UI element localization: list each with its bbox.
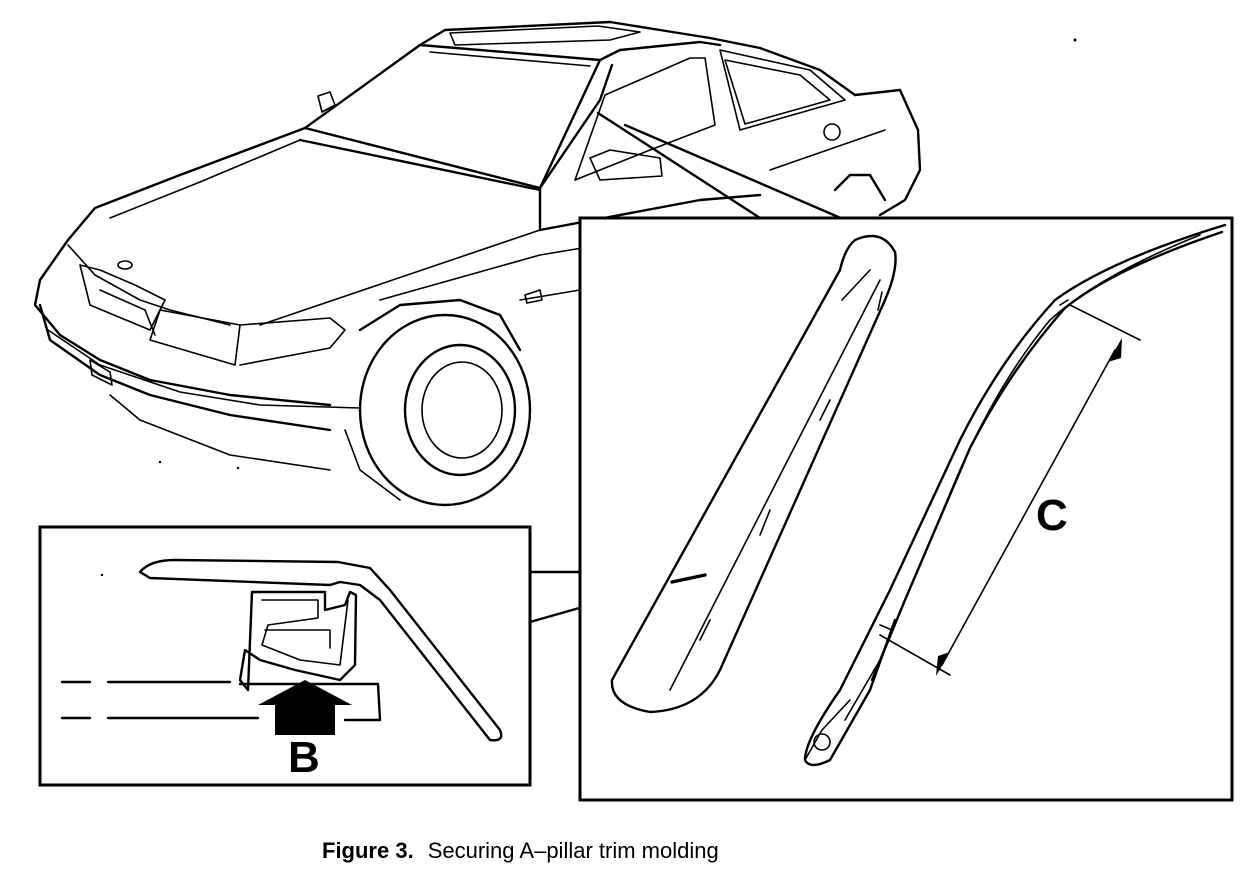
dimension-label-c: C xyxy=(1036,491,1068,540)
clip-detail-panel: B xyxy=(38,525,532,787)
car-illustration xyxy=(33,20,922,507)
figure-caption-text: Securing A–pillar trim molding xyxy=(427,838,719,863)
scan-specks xyxy=(100,38,1077,577)
clip-label-b: B xyxy=(288,733,320,782)
figure-caption-number: Figure 3. xyxy=(322,838,414,863)
molding-detail-panel: C xyxy=(578,216,1234,802)
figure-caption: Figure 3. Securing A–pillar trim molding xyxy=(322,838,719,864)
